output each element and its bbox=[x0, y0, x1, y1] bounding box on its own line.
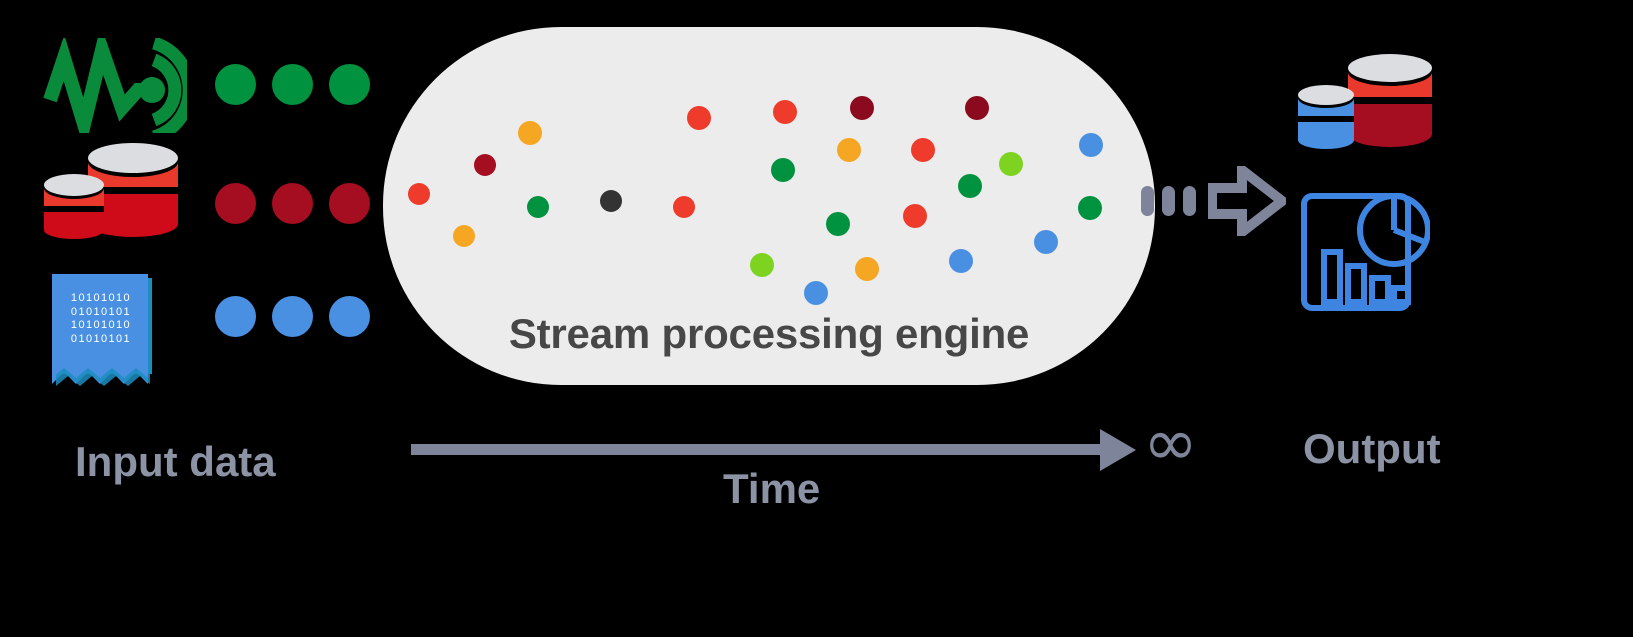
input-dot bbox=[215, 183, 256, 224]
time-axis-arrowhead bbox=[1100, 429, 1136, 471]
event-dot bbox=[911, 138, 935, 162]
event-dot bbox=[837, 138, 861, 162]
input-data-label: Input data bbox=[75, 438, 276, 485]
event-dot bbox=[965, 96, 989, 120]
event-dot bbox=[453, 225, 475, 247]
input-dot bbox=[329, 183, 370, 224]
stream-dash bbox=[1141, 186, 1154, 216]
event-dot bbox=[750, 253, 774, 277]
event-dot bbox=[771, 158, 795, 182]
event-dot bbox=[855, 257, 879, 281]
binary-row: 10101010 bbox=[70, 319, 132, 331]
input-dot bbox=[272, 296, 313, 337]
event-dot bbox=[527, 196, 549, 218]
input-dot-row-blue bbox=[215, 296, 370, 337]
stream-processing-engine-box bbox=[383, 27, 1155, 385]
input-dot bbox=[215, 64, 256, 105]
input-dot bbox=[329, 64, 370, 105]
event-dot bbox=[687, 106, 711, 130]
output-targets-group bbox=[1290, 50, 1440, 330]
event-dot bbox=[958, 174, 982, 198]
event-dot bbox=[408, 183, 430, 205]
input-dot-row-green bbox=[215, 64, 370, 105]
event-dot bbox=[1079, 133, 1103, 157]
binary-file-icon: 10101010 01010101 10101010 01010101 bbox=[50, 270, 170, 388]
input-sources-group: 10101010 01010101 10101010 01010101 bbox=[36, 25, 196, 388]
engine-label: Stream processing engine bbox=[508, 310, 1030, 357]
event-dot bbox=[1078, 196, 1102, 220]
binary-row: 10101010 bbox=[70, 292, 132, 304]
stream-dash bbox=[1183, 186, 1196, 216]
event-dot bbox=[826, 212, 850, 236]
database-pair-icon bbox=[1290, 50, 1435, 160]
infinity-icon: ∞ bbox=[1143, 404, 1198, 481]
event-dot bbox=[804, 281, 828, 305]
output-label: Output bbox=[1303, 425, 1441, 472]
input-dot bbox=[215, 296, 256, 337]
event-dot bbox=[673, 196, 695, 218]
input-dot-row-red bbox=[215, 183, 370, 224]
database-stack-icon bbox=[36, 140, 186, 245]
event-dot bbox=[773, 100, 797, 124]
event-dot bbox=[949, 249, 973, 273]
block-arrow-right-icon bbox=[1207, 159, 1291, 243]
binary-row: 01010101 bbox=[70, 305, 132, 318]
event-dot bbox=[903, 204, 927, 228]
flow-arrow-group bbox=[1140, 0, 1291, 400]
stream-dash bbox=[1162, 186, 1175, 216]
time-axis-shaft bbox=[411, 444, 1103, 455]
event-dot bbox=[518, 121, 542, 145]
event-dot bbox=[850, 96, 874, 120]
input-dot bbox=[272, 64, 313, 105]
input-dot bbox=[272, 183, 313, 224]
time-label: Time bbox=[723, 465, 821, 512]
binary-row: 01010101 bbox=[70, 332, 132, 345]
event-dot bbox=[1034, 230, 1058, 254]
report-chart-icon bbox=[1298, 190, 1431, 318]
input-dot bbox=[329, 296, 370, 337]
binary-file-text: 10101010 01010101 10101010 01010101 bbox=[58, 292, 144, 346]
event-dot bbox=[474, 154, 496, 176]
event-dot bbox=[600, 190, 622, 212]
event-dot bbox=[999, 152, 1023, 176]
